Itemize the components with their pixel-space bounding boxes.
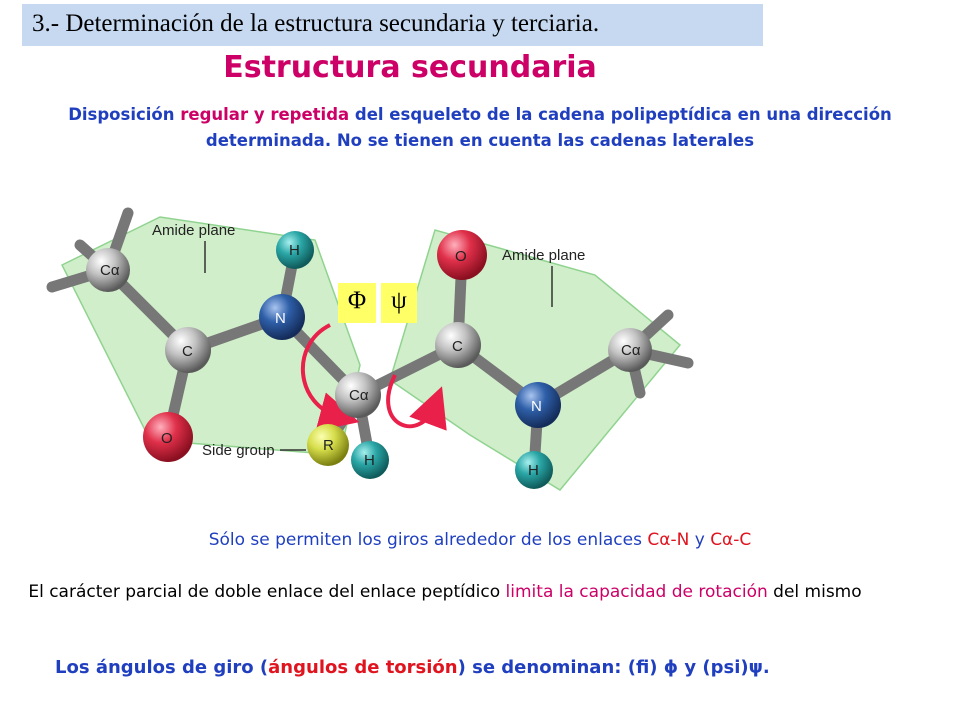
double-bond-highlight: limita la capacidad de rotación xyxy=(505,582,768,602)
atom-o-right: O xyxy=(437,230,487,280)
psi-label-box: ψ xyxy=(381,283,417,323)
atom-h-bottom-right: H xyxy=(515,451,553,489)
rotation-text-c: y xyxy=(689,530,711,550)
torsion-text-c: ) se denominan: (fi) ϕ y (psi)ψ. xyxy=(457,657,770,678)
atom-label-h-bottom-right: H xyxy=(528,462,539,479)
amide-plane-left-label: Amide plane xyxy=(152,222,235,239)
phi-label-box: Φ xyxy=(338,283,376,323)
side-group-label: Side group xyxy=(202,442,275,459)
torsion-highlight: ángulos de torsión xyxy=(268,657,458,678)
rotation-bonds-text: Sólo se permiten los giros alrededor de … xyxy=(0,530,960,550)
atom-r-side-group: R xyxy=(307,424,349,466)
bond-ca-c: Cα-C xyxy=(710,530,752,550)
phi-rotation-arrow xyxy=(300,323,360,432)
torsion-text-a: Los ángulos de giro ( xyxy=(55,657,269,678)
atom-label-n-right: N xyxy=(531,398,542,415)
amide-plane-right-label: Amide plane xyxy=(502,247,585,264)
atom-label-h-top-left: H xyxy=(289,242,300,259)
phi-symbol: Φ xyxy=(347,287,367,314)
page-title: Estructura secundaria xyxy=(223,50,597,85)
atom-ca-center: Cα xyxy=(335,372,381,418)
atom-label-h-center: H xyxy=(364,452,375,469)
atom-c-right: C xyxy=(435,322,481,368)
double-bond-text-c: del mismo xyxy=(767,582,862,602)
atom-label-o-right: O xyxy=(455,248,467,265)
definition-text: Disposición regular y repetida del esque… xyxy=(30,102,930,154)
peptide-diagram: Cα C O N H R Cα H C O N H xyxy=(46,207,694,491)
atom-label-c-right: C xyxy=(452,338,463,355)
atom-label-ca-left: Cα xyxy=(100,262,120,279)
atom-n-left: N xyxy=(259,294,305,340)
atom-h-top-left: H xyxy=(276,231,314,269)
psi-symbol: ψ xyxy=(391,287,407,314)
atom-h-center: H xyxy=(351,441,389,479)
atom-o-left: O xyxy=(143,412,193,462)
atom-label-r: R xyxy=(323,437,334,454)
bond-ca-n: Cα-N xyxy=(647,530,690,550)
definition-part-1: Disposición xyxy=(68,105,181,124)
definition-part-3: del esqueleto de la cadena polipeptídica… xyxy=(205,105,892,150)
rotation-text-a: Sólo se permiten los giros alrededor de … xyxy=(208,530,648,550)
atom-label-o-left: O xyxy=(161,430,173,447)
atom-ca-left: Cα xyxy=(86,248,130,292)
header-banner: 3.- Determinación de la estructura secun… xyxy=(22,4,763,46)
definition-highlight: regular y repetida xyxy=(180,105,350,124)
header-title: 3.- Determinación de la estructura secun… xyxy=(32,10,600,37)
atom-c-left: C xyxy=(165,327,211,373)
torsion-angles-text: Los ángulos de giro (ángulos de torsión)… xyxy=(55,657,770,678)
atom-ca-right: Cα xyxy=(608,328,652,372)
atom-label-ca-right: Cα xyxy=(621,342,641,359)
atom-label-c-left: C xyxy=(182,343,193,360)
psi-rotation-arrow xyxy=(386,374,447,431)
atom-label-ca-center: Cα xyxy=(349,387,369,404)
atom-n-right: N xyxy=(515,382,561,428)
double-bond-text-a: El carácter parcial de doble enlace del … xyxy=(28,582,506,602)
partial-double-bond-text: El carácter parcial de doble enlace del … xyxy=(0,580,890,604)
atom-label-n-left: N xyxy=(275,310,286,327)
